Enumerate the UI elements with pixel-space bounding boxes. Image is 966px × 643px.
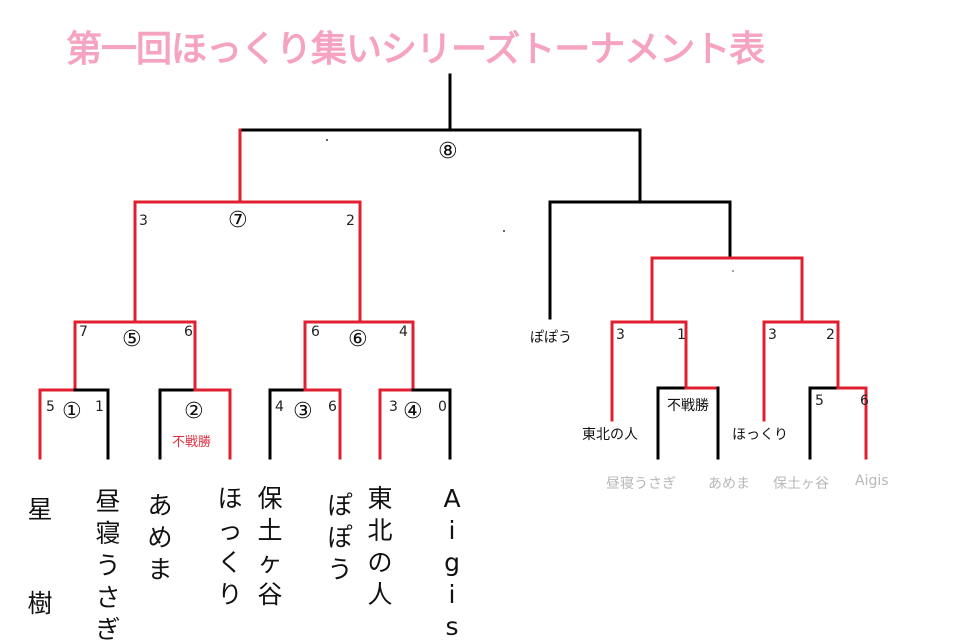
player-name-part: 樹 [27, 589, 53, 618]
label-hokkuri: ほっくり [732, 427, 788, 443]
player-name-char: う [327, 555, 353, 584]
match-number-5: ⑤ [122, 327, 142, 352]
gray-name: Aigis [855, 473, 889, 489]
walkover-label: 不戦勝 [172, 435, 212, 450]
label-tohoku: 東北の人 [582, 427, 638, 443]
score-m3-right: 6 [328, 399, 337, 415]
score-r2-right: 2 [826, 327, 835, 343]
label-popou: ぽぽう [530, 330, 572, 346]
score-m5-left: 7 [79, 324, 88, 340]
player-name-char: ぽ [327, 491, 353, 520]
player-name-char: i [448, 580, 456, 609]
gray-name: 保土ヶ谷 [773, 476, 829, 492]
player-name-char: っ [217, 516, 243, 545]
score-r1-right: 1 [677, 327, 686, 343]
player-name-char: i [448, 516, 456, 545]
player-name: 東北の人 [360, 483, 400, 611]
player-name-char: A [443, 484, 461, 513]
page-title: 第一回ほっくり集いシリーズトーナメント表 [66, 29, 765, 70]
player-name-char: 北 [367, 516, 393, 545]
score-m4-left: 3 [389, 399, 398, 415]
player-name-char: あ [147, 491, 173, 520]
player-name: ぽぽう [320, 490, 360, 586]
match-number-7: ⑦ [228, 208, 248, 233]
score-m3-left: 4 [275, 399, 284, 415]
player-name-char: 保 [257, 484, 283, 513]
player-name-char: 人 [367, 580, 393, 609]
player-name-char: 谷 [257, 580, 283, 609]
score-m1-right: 1 [95, 399, 104, 415]
player-name-part: 星 [27, 495, 53, 524]
score-r3-left: 5 [815, 393, 824, 409]
player-name: あめま [140, 490, 180, 586]
stray-dot [503, 230, 505, 232]
player-name-char: 土 [257, 516, 283, 545]
match-number-2: ② [184, 399, 204, 424]
player-name-char: g [444, 548, 460, 577]
player-name-char: さ [95, 583, 121, 612]
player-name: 保土ヶ谷 [250, 483, 290, 611]
match-number-6: ⑥ [348, 327, 368, 352]
player-name-char: の [367, 548, 393, 577]
player-name-char: 昼 [95, 487, 121, 516]
score-r2-left: 3 [768, 327, 777, 343]
player-name-char: う [95, 551, 121, 580]
player-name-char: s [445, 612, 459, 641]
match-number-8: ⑧ [438, 139, 458, 164]
match-number-4: ④ [403, 399, 423, 424]
score-m6-right: 4 [399, 324, 408, 340]
player-name-char: 寝 [95, 519, 121, 548]
player-name-char: ぎ [95, 615, 121, 643]
player-name: ほっくり [210, 483, 250, 611]
stray-dot [326, 139, 328, 141]
match-number-1: ① [62, 399, 82, 424]
player-name: 樹 [20, 588, 60, 620]
score-m7-right: 2 [346, 213, 355, 229]
score-m7-left: 3 [139, 213, 148, 229]
player-name-char: ま [147, 555, 173, 584]
score-m6-left: 6 [311, 324, 320, 340]
score-m4-right: 0 [438, 399, 447, 415]
player-name-char: く [217, 548, 243, 577]
gray-name: あめま [708, 476, 750, 492]
score-r1-left: 3 [616, 327, 625, 343]
label-fusen: 不戦勝 [667, 398, 709, 414]
match-number-3: ③ [293, 399, 313, 424]
player-name-char: ぽ [327, 523, 353, 552]
gray-name: 昼寝うさぎ [606, 476, 676, 492]
player-name-char: め [147, 523, 173, 552]
stray-dot [732, 270, 734, 272]
score-m1-left: 5 [46, 399, 55, 415]
player-name: 星 [20, 494, 60, 526]
player-name-char: り [217, 580, 243, 609]
score-r3-right: 6 [860, 393, 869, 409]
player-name: 昼寝うさぎ [88, 486, 128, 643]
player-name-char: ほ [217, 484, 243, 513]
score-m5-right: 6 [184, 324, 193, 340]
player-name-char: ヶ [257, 548, 283, 577]
player-name-char: 東 [367, 484, 393, 513]
